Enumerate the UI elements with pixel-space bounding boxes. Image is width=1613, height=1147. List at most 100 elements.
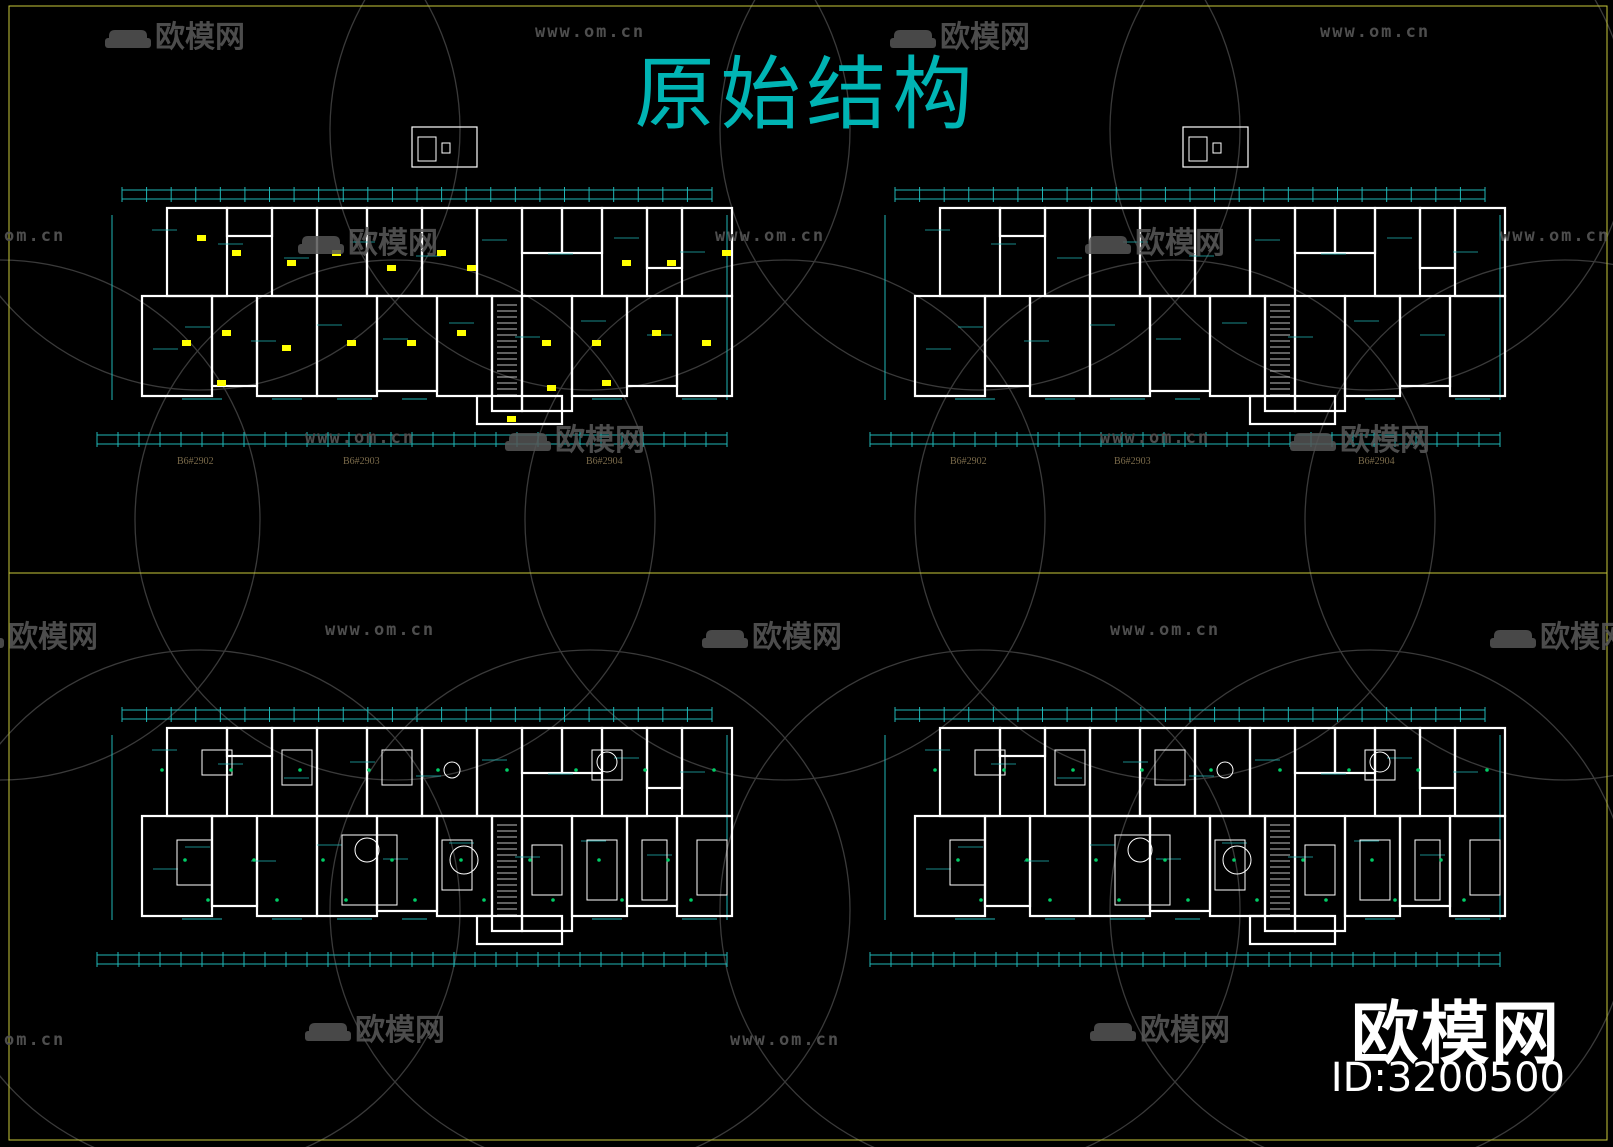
fixture-dot [505,768,509,772]
watermark-url: www.om.cn [715,226,826,246]
room [165,206,229,298]
drawing-frame [8,5,1608,1141]
furniture [176,839,213,886]
furniture [1364,749,1396,781]
room [1448,294,1507,398]
marker [547,385,556,391]
page-title: 原始结构 [634,48,979,141]
watermark-brand: 欧模网 [305,1005,445,1049]
room [255,814,319,918]
room [520,814,574,933]
watermark-arc [0,0,461,391]
watermark-brand-text: 欧模网 [752,620,842,655]
marker [282,345,291,351]
room [1088,294,1152,398]
watermark-url: www.om.cn [1320,22,1431,42]
unit-label-right-3: B6#2904 [1358,456,1395,467]
room [490,294,524,413]
furniture [641,839,668,901]
fixture-dot [321,858,325,862]
watermark-brand-text: 欧模网 [8,620,98,655]
round-table [1127,837,1153,863]
watermark-arc [329,649,851,1147]
marker [592,340,601,346]
watermark-arc [134,259,656,781]
room [1138,726,1197,818]
fixture-dot [436,768,440,772]
fixture-dot [206,898,210,902]
furniture [591,749,623,781]
marker [287,260,296,266]
room [1418,206,1457,270]
marker [722,250,731,256]
fixture-dot [229,768,233,772]
watermark-url: www.om.cn [1110,620,1221,640]
round-table [443,761,461,779]
fixture-dot [1485,768,1489,772]
room [625,814,679,908]
fixture-dot [1232,858,1236,862]
furniture [1214,839,1246,891]
room [1248,914,1337,946]
room [475,914,564,946]
corner-brand-name: 欧模网 [1350,995,1561,1074]
fixture-dot [1048,898,1052,902]
room [420,726,479,818]
room [1248,206,1297,298]
marker [182,340,191,346]
room [675,814,734,918]
sofa-icon [105,29,151,48]
room [625,294,679,388]
room [475,726,524,818]
fixture-dot [252,858,256,862]
furniture [586,839,618,901]
fixture-dot [459,858,463,862]
room [375,814,439,913]
room [270,726,319,818]
room [983,814,1032,908]
watermark-arc [329,0,851,391]
marker [457,330,466,336]
room [1148,814,1212,913]
round-table [354,837,380,863]
room [520,206,564,255]
fixture-dot [1370,858,1374,862]
marker [387,265,396,271]
sofa-icon [1290,432,1336,451]
room [600,206,649,298]
marker [542,340,551,346]
furniture [531,844,563,896]
fixture-dot [275,898,279,902]
room [1043,726,1092,818]
furniture [949,839,986,886]
fixture-dot [933,768,937,772]
room [475,206,524,298]
room [1208,294,1267,398]
marker [217,380,226,386]
room [938,206,1002,298]
room [210,294,259,388]
legend-frame [411,126,478,168]
marker [702,340,711,346]
watermark-url: www.om.cn [535,22,646,42]
sofa-icon [298,235,344,254]
room [490,814,524,933]
sofa-icon [1490,629,1536,648]
room [1248,726,1297,818]
fixture-dot [344,898,348,902]
furniture [381,749,413,786]
watermark-url: www.om.cn [730,1030,841,1050]
unit-label-left-2: B6#2903 [343,456,380,467]
sofa-icon [1085,235,1131,254]
fixture-dot [597,858,601,862]
furniture [1304,844,1336,896]
watermark-brand-text: 欧模网 [348,226,438,261]
room [1448,814,1507,918]
watermark-brand: 欧模网 [105,12,245,56]
sofa-icon [1090,1022,1136,1041]
fixture-dot [1347,768,1351,772]
room [998,206,1047,238]
floor-plan-furnished [869,707,1507,967]
